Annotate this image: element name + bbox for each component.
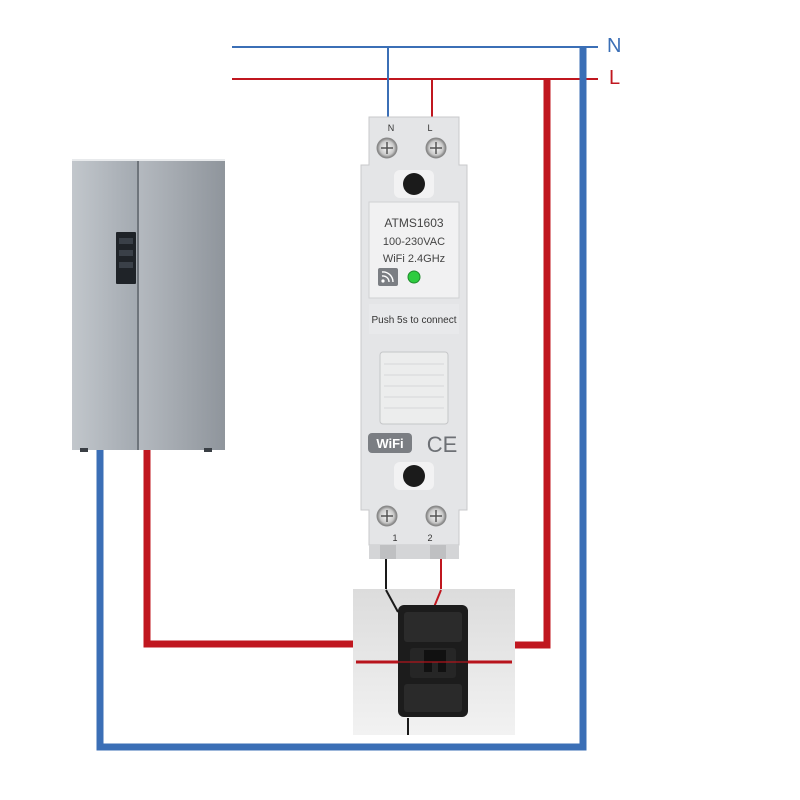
connect-push-button[interactable] (379, 351, 449, 425)
terminal-1-label: 1 (392, 533, 397, 543)
fridge-line-wire (143, 450, 356, 648)
push-to-connect-text: Push 5s to connect (371, 315, 456, 326)
terminal-1-screw-icon (376, 505, 398, 527)
bottom-mounting-hole (403, 465, 425, 487)
status-led-icon (407, 270, 421, 284)
terminal-2-screw-icon (425, 505, 447, 527)
top-mounting-hole (403, 173, 425, 195)
terminal-l-label: L (427, 123, 432, 133)
device-voltage-text: 100-230VAC (383, 236, 445, 248)
device-model-text: ATMS1603 (384, 216, 443, 230)
terminal-n-label: N (388, 123, 395, 133)
line-bus-label: L (609, 67, 621, 89)
ce-mark-icon: CE (427, 432, 458, 457)
neutral-bus-label: N (607, 35, 622, 57)
wifi-logo-icon: WiFi (368, 433, 412, 453)
refrigerator (72, 159, 225, 452)
wifi-logo-label: WiFi (376, 436, 403, 451)
terminal-l-screw-icon (425, 137, 447, 159)
current-transformer-clamp (353, 589, 515, 735)
line-supply-wire (515, 79, 551, 649)
wifi-signal-icon (378, 268, 398, 286)
terminal-2-label: 2 (427, 533, 432, 543)
fridge-display-panel (116, 232, 136, 284)
terminal-n-screw-icon (376, 137, 398, 159)
neutral-return-wire (96, 47, 587, 751)
device-wifi-text: WiFi 2.4GHz (383, 253, 445, 265)
atms1603-energy-meter: N L ATMS1603 100-230VAC WiFi 2.4GHz (360, 116, 468, 559)
